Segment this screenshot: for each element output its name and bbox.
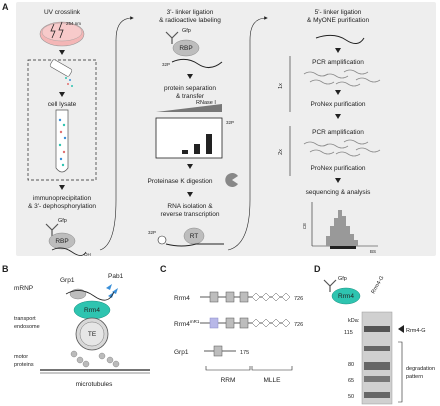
rrm4-mr1-domain-map (200, 318, 290, 328)
uv-crosslink-label: UV crosslink (44, 9, 81, 16)
gfp-tag-label: Gfp (58, 218, 67, 224)
lane-label: Rrm4-G (371, 275, 386, 295)
bs-axis-label: BS (370, 249, 376, 254)
grp1-label: Grp1 (60, 277, 75, 284)
blot-band (364, 362, 390, 370)
rna-isolation-label: RNA isolation & (167, 203, 213, 210)
grp1-length: 175 (240, 350, 249, 356)
cell-lysate-label: cell lysate (48, 101, 77, 108)
grp1-domain-map (204, 346, 236, 356)
radiolabel-icon (158, 236, 166, 244)
5-linker-ligation-label: 5'- linker ligation (315, 9, 362, 16)
sequencing-analysis-label: sequencing & analysis (306, 189, 371, 196)
motor-proteins (71, 351, 119, 367)
kda-label: kDa: (348, 318, 360, 324)
rrm4-length: 726 (294, 296, 303, 302)
pcr-amplification-label-2: PCR amplification (312, 129, 364, 136)
immunoprecipitation-label: immunoprecipitation (33, 195, 92, 202)
band-label: Rrm4-G (406, 328, 426, 334)
test-tube-icon (56, 110, 68, 172)
rrm4-mr1-domain-name: Rrm4mR1 (174, 319, 200, 328)
rnase-label: RNase I (196, 100, 216, 106)
pcr-amplification-label-1: PCR amplification (312, 59, 364, 66)
gfp-tag-label: Gfp (182, 28, 191, 34)
reverse-transcription-label: reverse transcription (161, 211, 220, 218)
rrm4-domain-name: Rrm4 (174, 295, 190, 302)
p32-label: 32P (226, 120, 234, 125)
degradation-label: degradation (406, 366, 435, 372)
pab1-label: Pab1 (108, 273, 124, 280)
panel-a-letter: A (2, 2, 9, 12)
pronex-purification-label-2: ProNex purification (311, 165, 366, 172)
proteins-label: proteins (14, 362, 34, 368)
degradation-bracket (398, 342, 402, 402)
blot-band (194, 144, 200, 154)
blot-band (206, 134, 212, 154)
domain-bracket (206, 366, 292, 370)
endosome-label: endosome (14, 324, 40, 330)
dephosphorylation-label: & 3'- dephosphorylation (28, 203, 96, 210)
rbp-label: RBP (55, 238, 68, 245)
repeat-1x-label: 1x (278, 83, 284, 89)
rrm4-label: Rrm4 (84, 307, 100, 314)
motor-label: motor (14, 354, 28, 360)
blot-band (364, 392, 390, 398)
transfer-label: & transfer (176, 93, 205, 100)
marker-50: 50 (348, 394, 354, 400)
antibody-icon (324, 280, 336, 292)
rrm4-label: Rrm4 (338, 293, 354, 300)
repeat-2x-label: 2x (278, 149, 284, 155)
transport-label: transport (14, 316, 36, 322)
uv-wavelength: 254 nm (66, 21, 81, 26)
grp1-domain-name: Grp1 (174, 349, 189, 356)
blot-band (182, 150, 188, 154)
rrm-label: RRM (221, 377, 236, 384)
rrm4-mr1-length: 726 (294, 322, 303, 328)
gfp-tag-label: Gfp (338, 276, 347, 282)
rrm4-domain-map (200, 292, 290, 302)
mrnp-label: mRNP (14, 285, 33, 292)
linker-ligation-label: 3'- linker ligation (167, 9, 214, 16)
marker-115: 115 (344, 330, 353, 336)
mlle-label: MLLE (264, 377, 282, 384)
te-label: TE (88, 331, 97, 338)
pronex-purification-label-1: ProNex purification (311, 101, 366, 108)
rt-label: RT (190, 233, 199, 240)
proteinase-k-label: Proteinase K digestion (147, 178, 212, 185)
oh-label: OH (84, 252, 91, 257)
arrow-left-icon (398, 325, 404, 333)
panel-d-letter: D (314, 264, 321, 274)
microtubules-label: microtubules (76, 381, 114, 388)
marker-65: 65 (348, 378, 354, 384)
radioactive-labeling-label: & radioactive labeling (159, 17, 221, 24)
rbp-label: RBP (179, 45, 192, 52)
membrane-blot (156, 118, 222, 158)
western-blot-lane (362, 312, 392, 404)
myone-purification-label: & MyONE purification (307, 17, 370, 24)
blot-band-full-length (364, 326, 390, 332)
marker-80: 80 (348, 362, 354, 368)
ce-axis-label: CE (302, 223, 307, 229)
blot-band (364, 346, 390, 351)
blot-band (364, 376, 390, 382)
protein-separation-label: protein separation (164, 85, 216, 92)
panel-c-letter: C (160, 264, 167, 274)
panel-b-letter: B (2, 264, 9, 274)
p32-label: 32P (148, 230, 156, 235)
pattern-label: pattern (406, 374, 423, 380)
p32-label: 32P (162, 62, 170, 67)
